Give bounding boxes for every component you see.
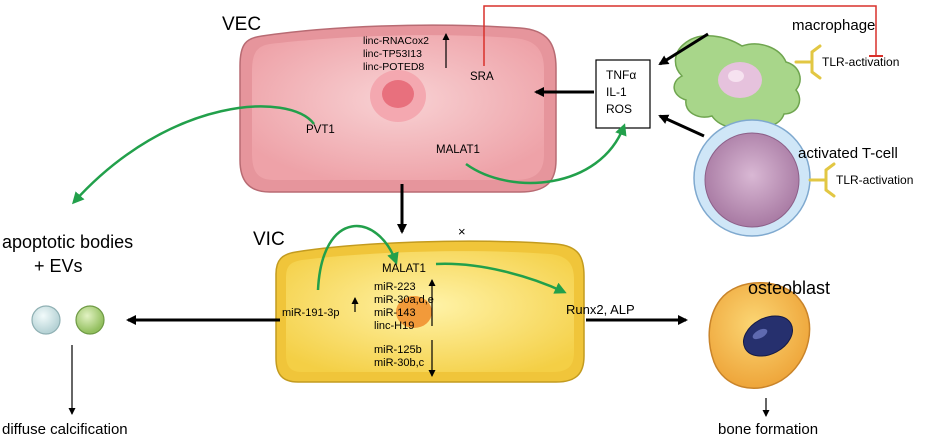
green-arrow-malat1-to-cytokines — [465, 123, 627, 185]
vic-malat1-label: MALAT1 — [382, 263, 426, 275]
diffuse-calcification-label: diffuse calcification — [2, 421, 128, 438]
vec-malat1-label: MALAT1 — [436, 144, 480, 156]
vic-down-2: miR-30b,c — [374, 357, 425, 369]
vec-lncrna-3: linc-POTED8 — [363, 61, 424, 73]
osteoblast-cell — [708, 282, 811, 389]
ev-sphere — [75, 305, 105, 335]
tcell-label: activated T-cell — [798, 145, 898, 162]
cytokine-ros: ROS — [606, 102, 632, 116]
macrophage-label: macrophage — [792, 17, 875, 34]
vic-nucleus — [396, 296, 432, 328]
osteoblast-label: osteoblast — [748, 278, 830, 298]
vec-lncrna-1: linc-RNACox2 — [363, 35, 429, 47]
bone-formation-label: bone formation — [718, 421, 818, 438]
macrophage-cell — [673, 35, 822, 129]
osteoblast-nucleus — [743, 315, 793, 357]
vic-label: VIC — [253, 229, 285, 250]
green-arrow-mir191-to-malat1 — [316, 224, 399, 291]
cytokine-tnf: TNFα — [606, 68, 636, 82]
tcell — [693, 119, 836, 237]
evs-label: + EVs — [34, 256, 83, 276]
vec-cell — [239, 24, 557, 193]
pvt1-label: PVT1 — [306, 124, 335, 136]
mir191-label: miR-191-3p — [282, 307, 339, 319]
arrow-macrophage-to-cytokines — [658, 32, 709, 66]
tcell-tlr-receptor — [808, 162, 836, 198]
tcell-tlr-label: TLR-activation — [836, 173, 913, 187]
macrophage-tlr-receptor — [794, 44, 822, 80]
vic-up-2: miR-30a,d,e — [374, 294, 434, 306]
vic-down-1: miR-125b — [374, 344, 422, 356]
vic-cell — [275, 240, 585, 383]
macrophage-tlr-label: TLR-activation — [822, 55, 899, 69]
apoptotic-body-sphere — [31, 305, 61, 335]
green-arrow-pvt1-to-apoptotic — [71, 105, 315, 205]
vic-up-4: linc-H19 — [374, 320, 414, 332]
green-arrow-malat1-to-runx2 — [435, 262, 567, 294]
cross-mark: × — [458, 224, 466, 239]
sra-label: SRA — [470, 71, 494, 83]
arrow-tcell-to-cytokines — [658, 114, 705, 138]
sra-inhibition-line — [483, 5, 877, 66]
apoptotic-bodies-label: apoptotic bodies — [2, 232, 133, 252]
vec-label: VEC — [222, 14, 261, 35]
runx2-label: Runx2, ALP — [566, 302, 635, 317]
cytokine-box — [595, 59, 651, 129]
vec-lncrna-2: linc-TP53I13 — [363, 48, 422, 60]
cytokine-il1: IL-1 — [606, 85, 627, 99]
vic-up-1: miR-223 — [374, 281, 416, 293]
vic-up-3: miR-143 — [374, 307, 416, 319]
